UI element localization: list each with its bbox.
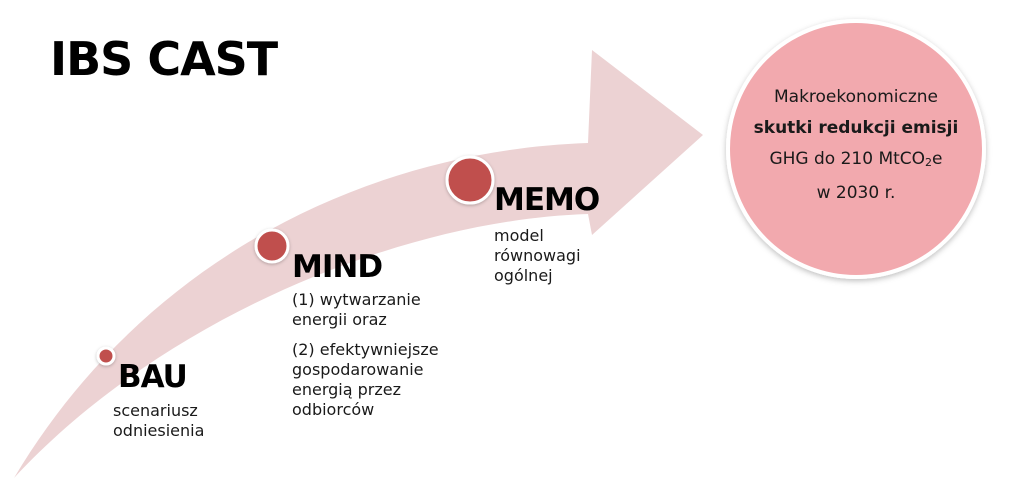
stage-desc-mind: (1) wytwarzanie energii oraz (2) efektyw… [292, 290, 439, 430]
stage-desc-line: równowagi [494, 246, 581, 265]
stage-desc-item: (1) wytwarzanie energii oraz [292, 290, 439, 330]
stage-label-memo: MEMO [494, 182, 600, 218]
stage-label-mind: MIND [292, 249, 383, 285]
stage-desc-line: gospodarowanie [292, 360, 424, 379]
stage-desc-line: scenariusz [113, 401, 198, 420]
mind-dot [254, 228, 290, 264]
stage-desc-line: (2) efektywniejsze [292, 340, 439, 359]
stage-desc-item: (2) efektywniejsze gospodarowanie energi… [292, 340, 439, 420]
outcome-line-1: Makroekonomiczne [773, 87, 938, 107]
memo-dot [445, 155, 495, 205]
stage-label-bau: BAU [118, 359, 188, 395]
curved-arrow [14, 50, 703, 478]
outcome-line-2: skutki redukcji emisji [753, 118, 959, 138]
outcome-line-4: w 2030 r. [816, 183, 896, 203]
stage-desc-line: (1) wytwarzanie [292, 290, 421, 309]
stage-desc-line: model [494, 226, 544, 245]
outcome-line-3-prefix: GHG do 210 MtCO [769, 149, 926, 169]
outcome-line-3-subscript: 2 [925, 156, 933, 169]
stage-desc-bau: scenariusz odniesienia [113, 401, 204, 441]
outcome-circle [726, 19, 986, 279]
outcome-line-3-suffix: e [932, 149, 943, 169]
stage-desc-line: odbiorców [292, 400, 375, 419]
diagram-title: IBS CAST [50, 32, 278, 86]
stage-desc-memo: model równowagi ogólnej [494, 226, 581, 286]
stage-desc-line: energii oraz [292, 310, 387, 329]
stage-desc-line: ogólnej [494, 266, 553, 285]
outcome-line-3: GHG do 210 MtCO2e [725, 144, 987, 178]
outcome-text: Makroekonomiczne skutki redukcji emisji … [725, 82, 987, 209]
bau-dot [96, 346, 116, 366]
stage-desc-line: energią przez [292, 380, 401, 399]
stage-desc-line: odniesienia [113, 421, 205, 440]
